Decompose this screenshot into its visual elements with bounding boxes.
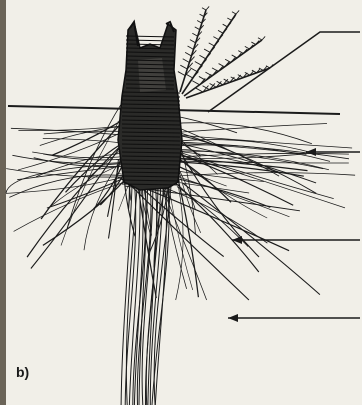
frond-leaflet <box>236 10 239 14</box>
frond-leaflet <box>183 59 190 63</box>
panel-label: b) <box>16 364 29 380</box>
frond-leaflet <box>227 18 231 20</box>
central-root-bundle <box>121 186 171 405</box>
frond-leaflet <box>245 46 250 49</box>
frond-leaflet <box>190 40 196 43</box>
frond-leaflet <box>232 12 236 14</box>
frond-leaflet <box>197 21 202 24</box>
frond-leaflet <box>232 55 237 58</box>
frond-leaflet <box>212 68 218 72</box>
frond-leaflet <box>185 52 191 56</box>
frond-leaflet <box>200 14 204 16</box>
lateral-root <box>170 124 327 133</box>
lateral-root <box>170 135 352 149</box>
frond-leaflet <box>224 79 230 82</box>
frond-leaflet <box>219 64 225 67</box>
pointer-arrowhead-soil <box>306 148 316 156</box>
frond-leaflet <box>223 24 228 27</box>
pointer-arrowhead-fibrous-roots <box>232 236 242 244</box>
frond-leaflet <box>206 6 209 10</box>
bundle-root <box>148 186 158 405</box>
frond-leaflet <box>217 81 223 85</box>
frond-leaflet <box>192 33 197 36</box>
frond-leaflet <box>203 86 210 90</box>
frond-leaflet <box>195 62 202 66</box>
frond-leaflet <box>209 43 215 46</box>
leafy-shoot <box>178 6 273 98</box>
frond-leaflet <box>225 59 231 62</box>
frond-leaflet <box>262 36 265 40</box>
lateral-root <box>36 153 130 177</box>
left-edge-shadow <box>0 0 6 405</box>
frond-leaflet <box>218 30 223 33</box>
frond-leaflet <box>251 42 255 44</box>
frond-leaflet <box>213 37 218 40</box>
stem-band <box>138 58 166 92</box>
frond-leaflet <box>199 55 205 59</box>
frond-leaflet <box>258 38 262 40</box>
frond-leaflet <box>192 81 199 85</box>
frond-leaflet <box>202 8 206 10</box>
frond-leaflet <box>178 72 185 76</box>
pointer-arrowhead-root-bundle <box>228 314 238 322</box>
frond-leaflet <box>204 49 210 52</box>
frond-leaflet <box>190 68 197 72</box>
frond-leaflet <box>210 84 217 88</box>
stem <box>118 22 182 190</box>
frond-leaflet <box>188 46 194 49</box>
frond-leaflet <box>196 88 203 92</box>
frond-leaflet <box>195 27 200 30</box>
pointer-line-shoot <box>208 32 360 112</box>
frond-leaflet <box>186 74 193 78</box>
frond-leaflet <box>180 65 187 69</box>
